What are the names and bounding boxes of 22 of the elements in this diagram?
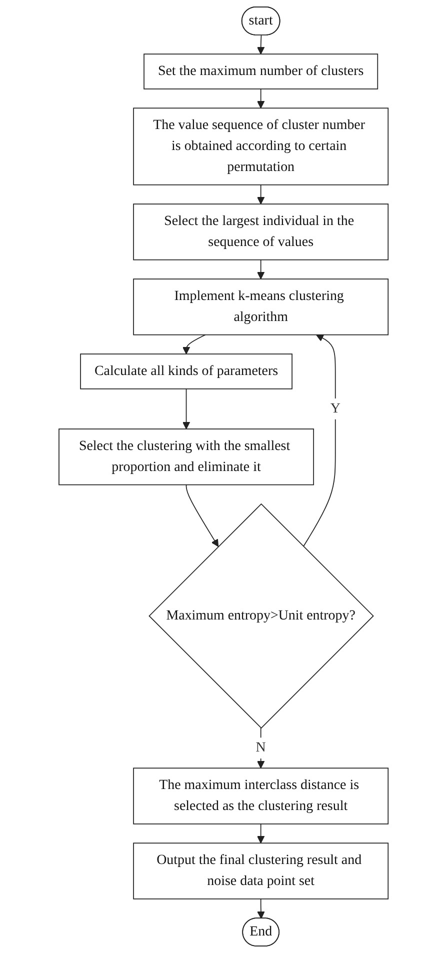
arrow xyxy=(258,898,266,919)
arrow xyxy=(257,34,266,54)
arrow xyxy=(182,388,191,430)
node-box: Select the largest individual in the sequence of values xyxy=(134,204,389,260)
arrow xyxy=(257,824,266,844)
edge-label: Y xyxy=(330,401,341,416)
node-box: Calculate all kinds of parameters xyxy=(80,354,293,390)
node-box: The value sequence of cluster number is obtained according to certain permutation xyxy=(134,108,389,186)
node-box: Implement k-means clustering algorithm xyxy=(134,278,389,336)
node-diamond: Maximum entropy>Unit entropy? xyxy=(149,503,374,729)
arrow xyxy=(257,184,266,204)
arrow xyxy=(257,259,266,280)
node-box: The maximum interclass distance is selected as the clustering result xyxy=(134,768,389,824)
arrow xyxy=(186,484,220,547)
arrow xyxy=(303,334,336,547)
node-box: Set the maximum number of clusters xyxy=(144,54,379,90)
arrow xyxy=(257,728,266,768)
node-box: Select the clustering with the smallest proportion and eliminate it xyxy=(59,428,314,486)
arrow xyxy=(257,88,266,108)
node-box: Output the final clustering result and noise data point set xyxy=(134,842,389,900)
edge-label: N xyxy=(256,740,266,756)
arrow xyxy=(182,334,206,354)
